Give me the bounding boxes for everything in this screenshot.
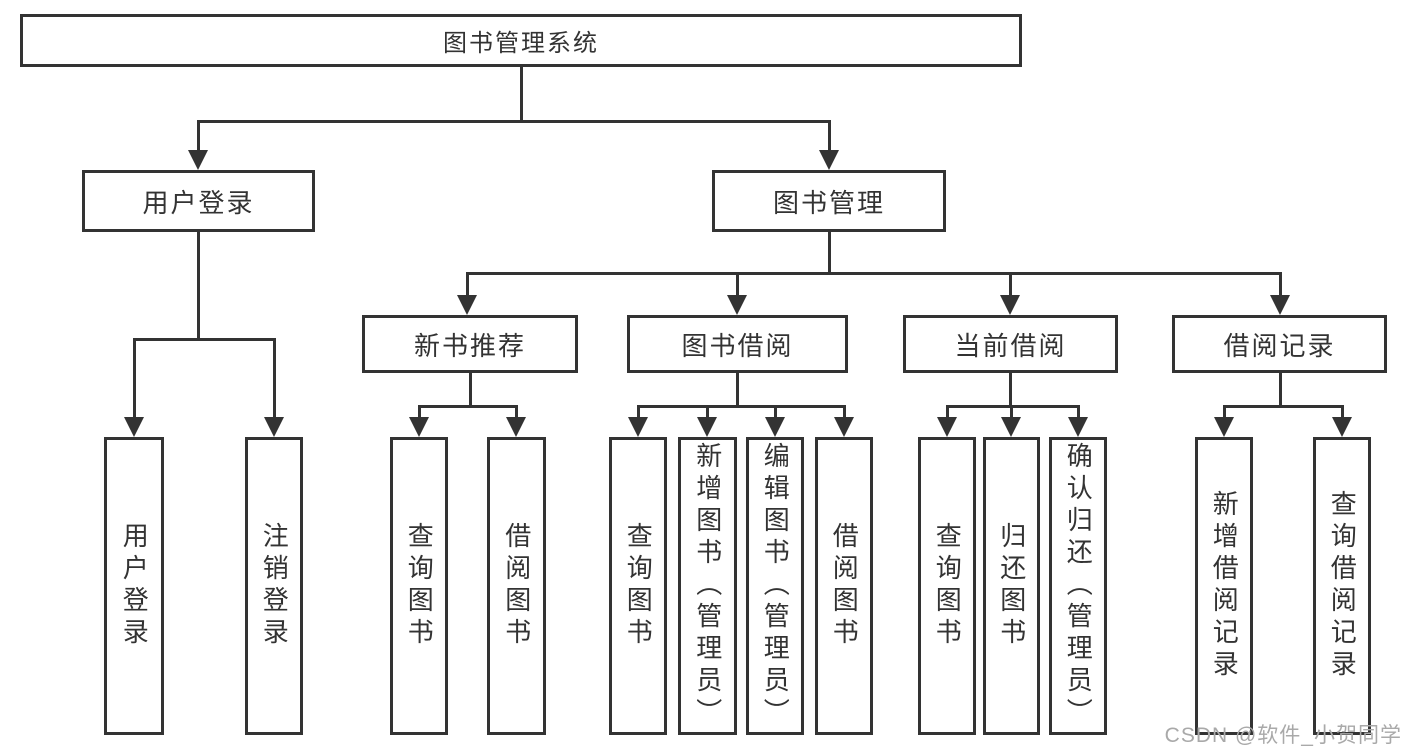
node-label: 用户登录 (119, 522, 150, 650)
arrow-to-current-borrowing (1008, 272, 1012, 295)
node-label: 图书借阅 (681, 330, 794, 361)
leaf-br-query-record: 查询借阅记录 (1313, 437, 1371, 735)
node-new-book-recommendation: 新书推荐 (362, 315, 578, 373)
watermark: CSDN @软件_小贺同学 (1164, 724, 1402, 747)
arrow-to-nbr-borrow (514, 405, 518, 417)
arrow-to-nbr-query (417, 405, 421, 417)
leaf-nbr-borrow-books: 借阅图书 (487, 437, 546, 735)
node-label: 新书推荐 (413, 330, 526, 361)
arrow-to-bb-query (636, 405, 640, 417)
node-label: 借阅记录 (1223, 330, 1336, 361)
connector-cb-stem (1008, 373, 1012, 405)
arrow-to-bb-edit (773, 405, 777, 417)
node-user-login: 用户登录 (82, 170, 315, 232)
node-label: 新增借阅记录 (1209, 490, 1240, 682)
leaf-user-login: 用户登录 (104, 437, 164, 735)
node-label: 用户登录 (142, 187, 255, 218)
node-label: 查询图书 (932, 522, 963, 650)
node-label: 查询图书 (623, 522, 654, 650)
node-current-borrowing: 当前借阅 (903, 315, 1118, 373)
node-label: 确认归还（管理员） (1063, 442, 1094, 730)
arrow-to-cb-confirm (1076, 405, 1080, 417)
node-book-management: 图书管理 (712, 170, 946, 232)
leaf-bb-edit-books-admin: 编辑图书（管理员） (746, 437, 804, 735)
node-label: 查询图书 (404, 522, 435, 650)
leaf-logout: 注销登录 (245, 437, 303, 735)
connector-bb-hline (636, 405, 846, 408)
connector-user-login-hline (132, 338, 276, 341)
node-root: 图书管理系统 (20, 14, 1022, 67)
leaf-bb-add-books-admin: 新增图书（管理员） (678, 437, 737, 735)
arrow-to-cb-return (1009, 405, 1013, 417)
connector-root-stem (519, 67, 523, 120)
connector-nbr-stem (468, 373, 472, 405)
arrow-to-bb-add (705, 405, 709, 417)
connector-br-stem (1278, 373, 1282, 405)
node-book-borrowing: 图书借阅 (627, 315, 848, 373)
node-label: 借阅图书 (501, 522, 532, 650)
arrow-to-new-book-recommendation (465, 272, 469, 295)
leaf-br-add-record: 新增借阅记录 (1195, 437, 1253, 735)
connector-br-hline (1222, 405, 1344, 408)
leaf-bb-query-books: 查询图书 (609, 437, 667, 735)
arrow-to-book-management (827, 120, 831, 150)
connector-user-login-stem (196, 232, 200, 338)
node-borrowing-records: 借阅记录 (1172, 315, 1387, 373)
node-label: 新增图书（管理员） (692, 442, 723, 730)
arrow-to-leaf-logout (272, 338, 276, 417)
leaf-cb-confirm-return-admin: 确认归还（管理员） (1049, 437, 1107, 735)
node-label: 当前借阅 (954, 330, 1067, 361)
arrow-to-bb-borrow (842, 405, 846, 417)
arrow-to-br-add (1222, 405, 1226, 417)
arrow-to-cb-query (945, 405, 949, 417)
node-label: 图书管理系统 (443, 30, 599, 57)
node-label: 查询借阅记录 (1327, 490, 1358, 682)
leaf-cb-query-books: 查询图书 (918, 437, 976, 735)
connector-nbr-hline (417, 405, 518, 408)
connector-cb-hline (945, 405, 1080, 408)
connector-level2-hline (465, 272, 1282, 275)
node-label: 注销登录 (259, 522, 290, 650)
leaf-nbr-query-books: 查询图书 (390, 437, 448, 735)
node-label: 借阅图书 (829, 522, 860, 650)
connector-bb-stem (735, 373, 739, 405)
node-label: 归还图书 (996, 522, 1027, 650)
arrow-to-leaf-user-login (132, 338, 136, 417)
connector-level1-hline (196, 120, 831, 123)
arrow-to-user-login (196, 120, 200, 150)
node-label: 编辑图书（管理员） (760, 442, 791, 730)
leaf-bb-borrow-books: 借阅图书 (815, 437, 873, 735)
arrow-to-book-borrowing (735, 272, 739, 295)
connector-book-management-stem (827, 232, 831, 272)
arrow-to-br-query (1340, 405, 1344, 417)
node-label: 图书管理 (772, 187, 885, 218)
arrow-to-borrowing-records (1278, 272, 1282, 295)
leaf-cb-return-books: 归还图书 (983, 437, 1040, 735)
